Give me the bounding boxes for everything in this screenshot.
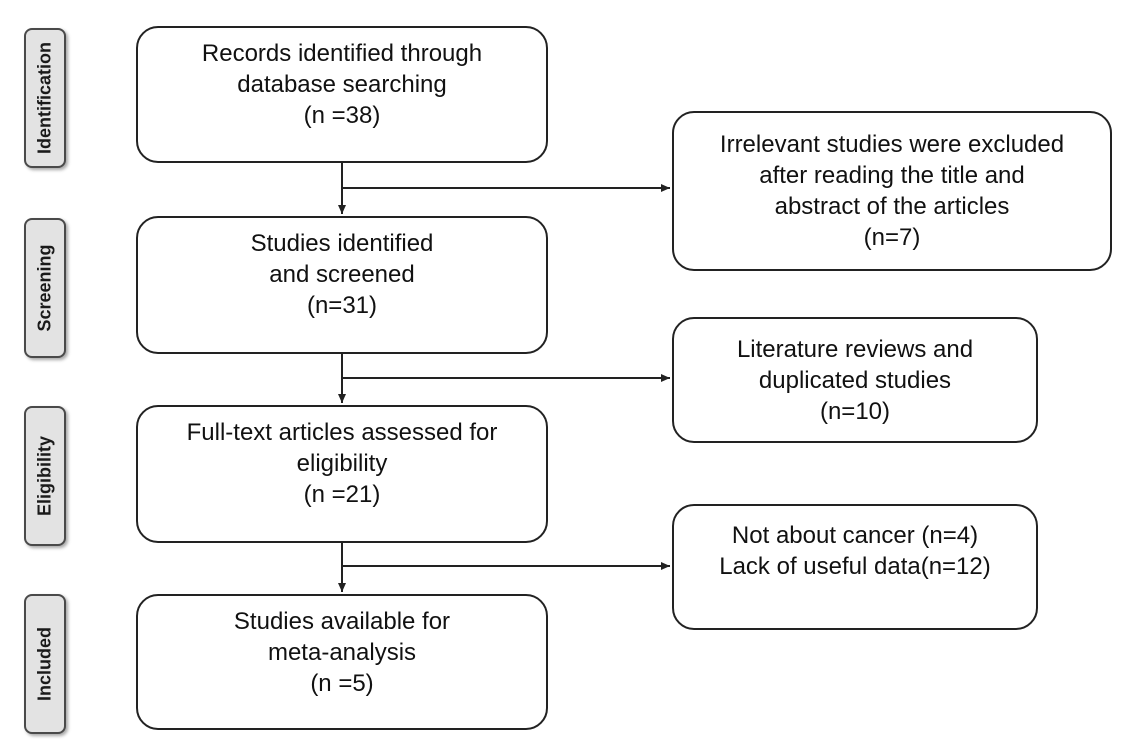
reviews-duplicates-box: Literature reviews and duplicated studie… bbox=[672, 317, 1038, 443]
irrelevant-line-3: abstract of the articles bbox=[774, 193, 1010, 220]
screened-count: (n=31) bbox=[306, 292, 378, 319]
included-line-2: meta-analysis bbox=[267, 639, 417, 666]
included-box: Studies available for meta-analysis (n =… bbox=[136, 594, 548, 730]
phase-eligibility-label: Eligibility bbox=[34, 435, 55, 517]
phase-screening: Screening bbox=[24, 218, 66, 358]
records-line-2: database searching bbox=[237, 71, 447, 98]
included-line-1: Studies available for bbox=[233, 608, 451, 635]
records-count: (n =38) bbox=[303, 102, 381, 129]
not-about-cancer: Not about cancer (n=4) bbox=[731, 522, 979, 549]
irrelevant-line-1: Irrelevant studies were excluded bbox=[719, 131, 1065, 158]
screened-line-1: Studies identified bbox=[250, 230, 434, 257]
reviews-count: (n=10) bbox=[819, 397, 891, 425]
records-line-1: Records identified through bbox=[201, 40, 483, 67]
eligibility-box: Full-text articles assessed for eligibil… bbox=[136, 405, 548, 543]
phase-screening-label: Screening bbox=[34, 244, 55, 332]
phase-included-label: Included bbox=[34, 626, 55, 702]
lack-of-useful-data: Lack of useful data(n=12) bbox=[719, 553, 991, 580]
not-useful-box: Not about cancer (n=4) Lack of useful da… bbox=[672, 504, 1038, 630]
included-count: (n =5) bbox=[310, 670, 374, 697]
phase-included: Included bbox=[24, 594, 66, 734]
eligibility-line-2: eligibility bbox=[296, 450, 388, 477]
studies-screened-box: Studies identified and screened (n=31) bbox=[136, 216, 548, 354]
phase-eligibility: Eligibility bbox=[24, 406, 66, 546]
eligibility-line-1: Full-text articles assessed for bbox=[186, 419, 498, 446]
reviews-line-2: duplicated studies bbox=[758, 366, 952, 394]
irrelevant-excluded-box: Irrelevant studies were excluded after r… bbox=[672, 111, 1112, 271]
phase-identification: Identification bbox=[24, 28, 66, 168]
irrelevant-count: (n=7) bbox=[863, 224, 921, 251]
reviews-line-1: Literature reviews and bbox=[736, 335, 974, 363]
records-identified-box: Records identified through database sear… bbox=[136, 26, 548, 163]
eligibility-count: (n =21) bbox=[303, 481, 381, 508]
phase-identification-label: Identification bbox=[34, 42, 55, 154]
irrelevant-line-2: after reading the title and bbox=[759, 162, 1025, 189]
screened-line-2: and screened bbox=[269, 261, 415, 288]
